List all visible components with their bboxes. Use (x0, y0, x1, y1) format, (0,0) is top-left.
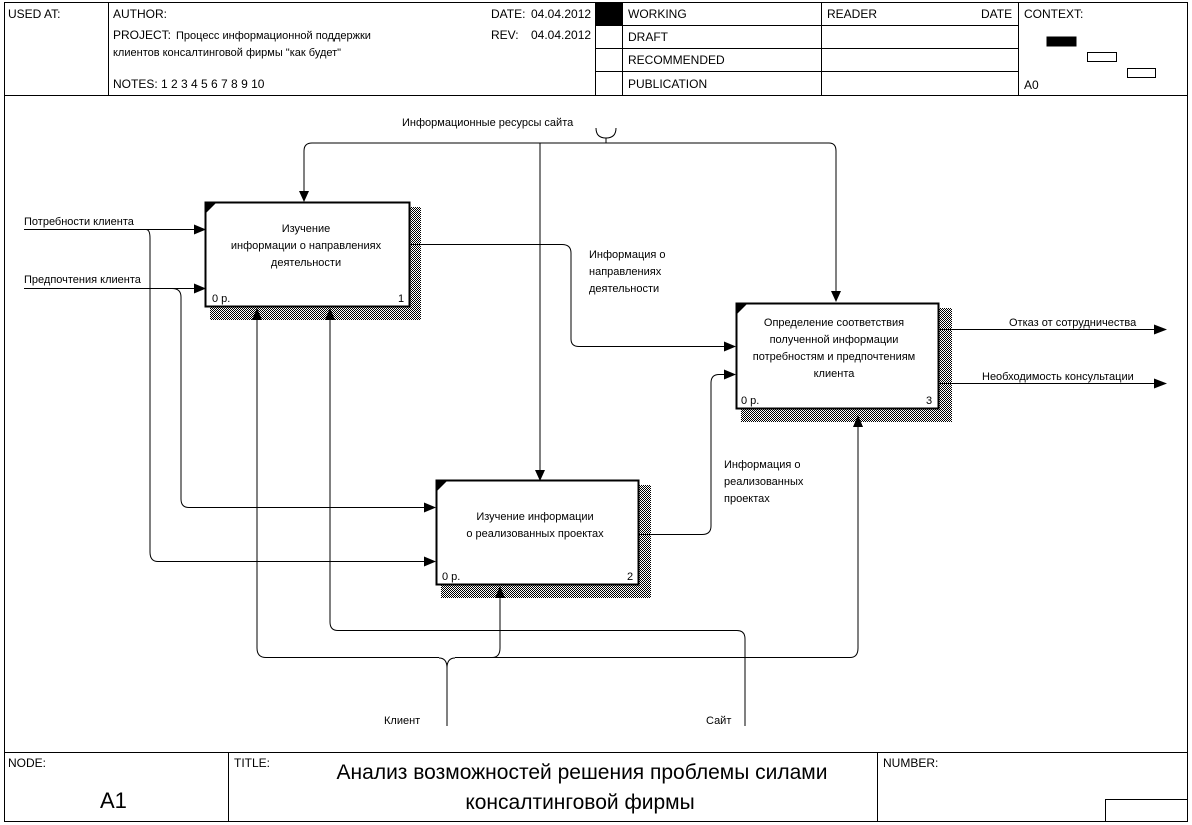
context-label: CONTEXT: (1024, 7, 1083, 21)
date-label: DATE: (491, 7, 525, 21)
project-name-line1: Процесс информационной поддержки (176, 30, 371, 42)
box-1-label-line2: информации о направлениях (231, 240, 382, 252)
box-3-label-line3: потребностям и предпочтениям (753, 351, 916, 363)
box-2-cost: 0 р. (442, 571, 460, 583)
number-label: NUMBER: (883, 756, 938, 770)
working-status-marker (596, 3, 622, 25)
status-recommended: RECOMMENDED (628, 53, 725, 67)
box-2-frame (435, 479, 640, 586)
box-3-label-line2: полученной информации (770, 334, 899, 346)
node-value: A1 (100, 788, 127, 813)
arrow-label-info-projects-line1: Информация о (724, 459, 801, 471)
arrow-label-client: Клиент (384, 715, 420, 727)
arrow-label-info-directions-line2: направлениях (589, 266, 662, 278)
box-1-label-line3: деятельности (271, 257, 341, 269)
node-label: NODE: (8, 756, 46, 770)
footer-frame (4, 752, 1188, 822)
rev-value: 04.04.2012 (531, 28, 591, 42)
rev-label: REV: (491, 28, 519, 42)
arrow-label-info-directions-line3: деятельности (589, 283, 659, 295)
arrow-label-resources: Информационные ресурсы сайта (402, 117, 574, 129)
arrow-label-site: Сайт (706, 715, 731, 727)
used-at-label: USED AT: (8, 7, 60, 21)
project-label: PROJECT: (113, 28, 171, 42)
arrow-label-info-projects-line3: проектах (724, 493, 770, 505)
box-3-label-line4: клиента (814, 368, 856, 380)
box-1-cost: 0 р. (212, 293, 230, 305)
box-2-label-line1: Изучение информации (476, 511, 593, 523)
notes: NOTES: 1 2 3 4 5 6 7 8 9 10 (113, 77, 265, 91)
box-3-label-line1: Определение соответствия (764, 317, 904, 329)
box-3-cost: 0 р. (741, 395, 759, 407)
box-1-corner (206, 203, 216, 213)
date-value: 04.04.2012 (531, 7, 591, 21)
box-1-frame (204, 201, 411, 308)
activity-box-1[interactable]: Изучение информации о направлениях деяте… (204, 201, 422, 321)
diagram-title-line1: Анализ возможностей решения проблемы сил… (337, 761, 828, 784)
context-node: A0 (1024, 78, 1039, 92)
title-label: TITLE: (234, 756, 270, 770)
box-1-label-line1: Изучение (282, 223, 331, 235)
box-2-label-line2: о реализованных проектах (466, 528, 604, 540)
status-draft: DRAFT (628, 30, 669, 44)
reader-date-label: DATE (981, 7, 1012, 21)
status-working: WORKING (628, 7, 687, 21)
box-1-number: 1 (398, 293, 404, 305)
reader-label: READER (827, 7, 877, 21)
header-frame (4, 2, 1188, 822)
author-label: AUTHOR: (113, 7, 167, 21)
box-2-corner (437, 481, 447, 491)
diagram-title-line2: консалтинговой фирмы (465, 791, 694, 814)
arrow-label-refusal: Отказ от сотрудничества (1009, 317, 1137, 329)
context-thumbnail (1046, 36, 1156, 78)
box-2-number: 2 (627, 571, 633, 583)
activity-box-2[interactable]: Изучение информации о реализованных прое… (435, 479, 652, 599)
project-name-line2: клиентов консалтинговой фирмы "как будет… (113, 47, 341, 59)
box-3-frame (735, 302, 940, 410)
arrow-lines (24, 127, 1158, 726)
arrow-label-needs: Потребности клиента (24, 216, 135, 228)
arrow-label-prefs: Предпочтения клиента (24, 274, 142, 286)
box-3-corner (737, 304, 747, 314)
status-publication: PUBLICATION (628, 77, 707, 91)
arrow-label-info-directions-line1: Информация о (589, 249, 666, 261)
activity-box-3[interactable]: Определение соответствия полученной инфо… (735, 302, 953, 423)
arrow-label-need-consult: Необходимость консультации (982, 371, 1134, 383)
arrow-label-info-projects-line2: реализованных (724, 476, 804, 488)
box-3-number: 3 (926, 395, 932, 407)
